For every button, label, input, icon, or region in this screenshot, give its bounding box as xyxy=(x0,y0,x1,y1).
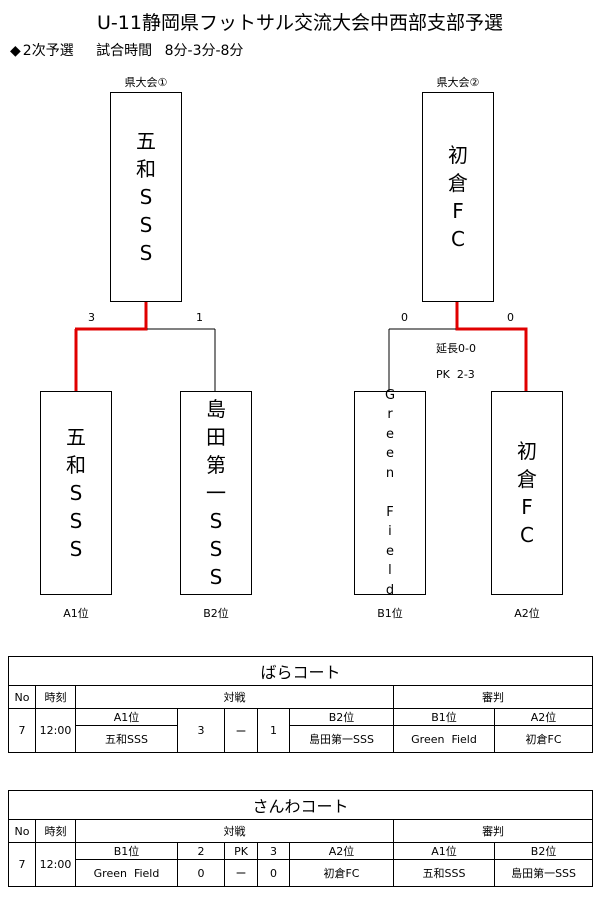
court-name: さんわコート xyxy=(7,790,594,820)
match1-score-right: 1 xyxy=(196,311,203,324)
cell-time: 12:00 xyxy=(35,708,76,753)
col-match: 対戦 xyxy=(75,685,394,709)
team-b1-rank: B1位 xyxy=(377,607,403,620)
col-no: No xyxy=(8,685,36,709)
col-time: 時刻 xyxy=(35,819,76,843)
court-table-sanwa: さんわコート No 時刻 対戦 審判 7 12:00 B1位 2 PK 3 A2… xyxy=(7,790,594,887)
team-a2-rank: A2位 xyxy=(514,607,540,620)
away-rank: B2位 xyxy=(289,708,394,726)
cell-no: 7 xyxy=(8,708,36,753)
away-rank: A2位 xyxy=(289,842,394,860)
col-match: 対戦 xyxy=(75,819,394,843)
referee1-team: 五和SSS xyxy=(393,859,495,887)
referee1-rank: B1位 xyxy=(393,708,495,726)
col-no: No xyxy=(8,819,36,843)
away-team: 初倉FC xyxy=(289,859,394,887)
match2-score-left: 0 xyxy=(401,311,408,324)
referee1-team: Green Field xyxy=(393,725,495,753)
referee2-rank: B2位 xyxy=(493,842,594,860)
away-score: 1 xyxy=(257,708,290,753)
court-name: ばらコート xyxy=(7,656,594,686)
pk-home: 2 xyxy=(177,842,225,860)
match2-extra-time: 延長0-0 xyxy=(436,342,476,355)
bracket-lines xyxy=(74,302,528,391)
home-rank: B1位 xyxy=(75,842,178,860)
final2-caption: 県大会② xyxy=(436,76,480,89)
cell-time: 12:00 xyxy=(35,842,76,887)
round-label: 2次予選 xyxy=(22,43,74,59)
home-rank: A1位 xyxy=(75,708,178,726)
match-time-value: 8分-3分-8分 xyxy=(164,43,244,59)
diamond-marker: ◆ xyxy=(10,43,21,59)
referee2-team: 島田第一SSS xyxy=(493,859,594,887)
team-a1-rank: A1位 xyxy=(63,607,89,620)
cell-no: 7 xyxy=(8,842,36,887)
pk-away: 3 xyxy=(257,842,290,860)
pk-label: PK xyxy=(224,842,258,860)
away-score: 0 xyxy=(257,859,290,887)
team-b2-rank: B2位 xyxy=(203,607,229,620)
match1-score-left: 3 xyxy=(88,311,95,324)
referee2-rank: A2位 xyxy=(493,708,594,726)
home-team: Green Field xyxy=(75,859,178,887)
home-score: 3 xyxy=(177,708,225,753)
col-referee: 審判 xyxy=(392,685,594,709)
col-time: 時刻 xyxy=(35,685,76,709)
subtitle: ◆2次予選 試合時間 8分-3分-8分 xyxy=(10,40,243,60)
referee1-rank: A1位 xyxy=(393,842,495,860)
page-title: U-11静岡県フットサル交流大会中西部支部予選 xyxy=(97,12,503,34)
col-referee: 審判 xyxy=(392,819,594,843)
court-table-bara: ばらコート No 時刻 対戦 審判 7 12:00 A1位 3 ー 1 B2位 … xyxy=(7,656,594,753)
match-time-label: 試合時間 xyxy=(96,43,153,59)
match2-pk: PK 2-3 xyxy=(436,368,475,381)
referee2-team: 初倉FC xyxy=(493,725,594,753)
home-score: 0 xyxy=(177,859,225,887)
final1-caption: 県大会① xyxy=(124,76,168,89)
home-team: 五和SSS xyxy=(75,725,178,753)
score-dash: ー xyxy=(224,859,258,887)
score-dash: ー xyxy=(224,708,258,753)
match2-score-right: 0 xyxy=(507,311,514,324)
away-team: 島田第一SSS xyxy=(289,725,394,753)
